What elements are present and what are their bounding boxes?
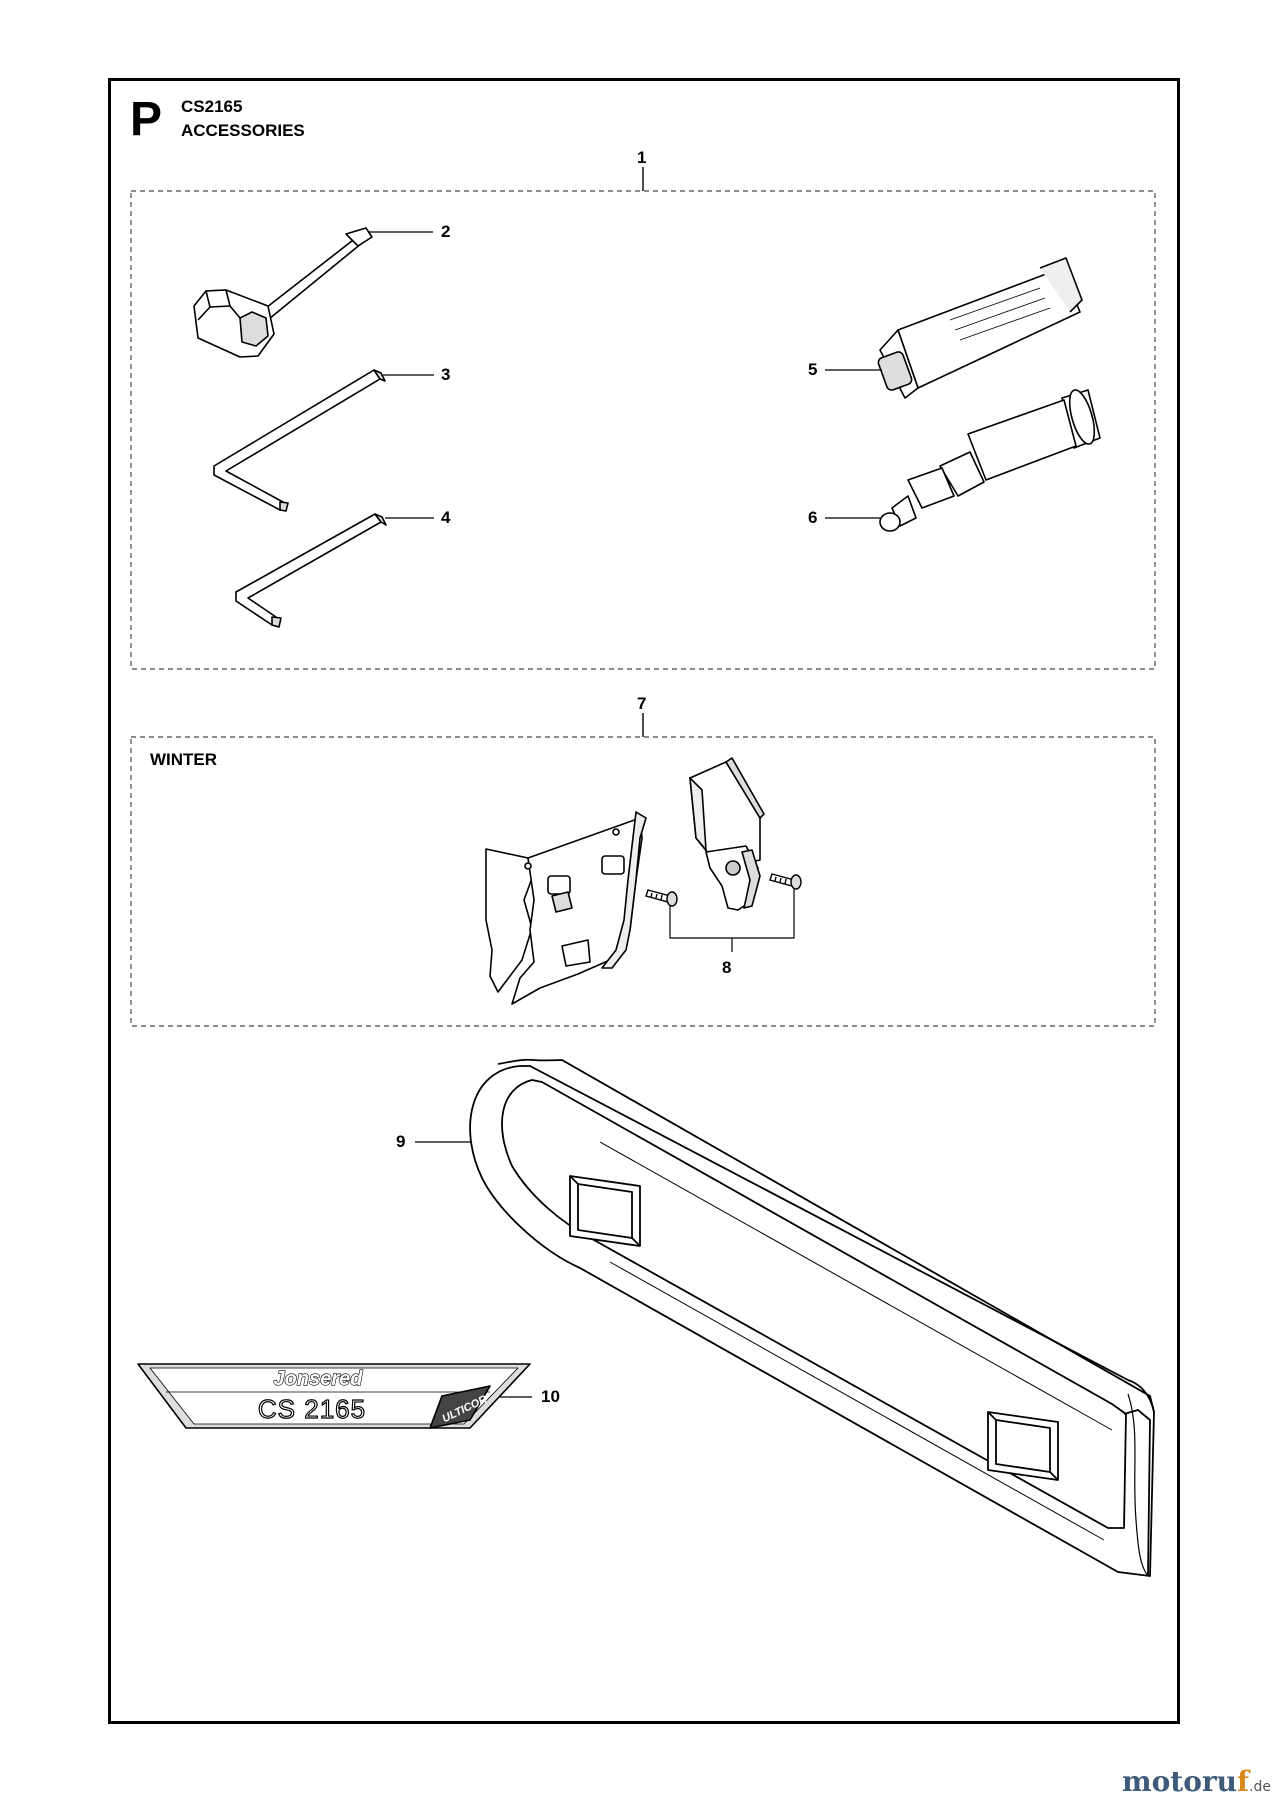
decal-brand-text: Jonsered (274, 1368, 364, 1390)
winter-kit-group-box (130, 736, 1156, 1027)
callout-4: 4 (441, 508, 451, 527)
section-letter: P (130, 93, 163, 146)
grease-tube (877, 257, 1083, 399)
winter-kit-label: WINTER (150, 750, 218, 769)
winter-shutter (689, 757, 765, 911)
callout-3: 3 (441, 365, 451, 384)
hex-key-small (235, 513, 387, 628)
callout-2: 2 (441, 222, 451, 241)
accessory-kit-group-box (130, 190, 1156, 670)
winter-cover-plate (485, 811, 647, 1005)
callout-5: 5 (808, 360, 818, 379)
decal-sticker (137, 1363, 531, 1429)
callout-1: 1 (637, 148, 647, 167)
screw-right (769, 873, 802, 890)
decal-model-text: CS 2165 (258, 1394, 366, 1424)
hex-key-large (213, 369, 386, 512)
diagram-frame (108, 78, 1180, 1724)
site-watermark: motoruf.de (1122, 1765, 1272, 1798)
callout-7: 7 (637, 694, 647, 713)
callout-6: 6 (808, 508, 818, 527)
callout-9: 9 (396, 1132, 406, 1151)
bar-cover (469, 1058, 1155, 1577)
screw-left (645, 889, 678, 907)
callout-10: 10 (541, 1387, 560, 1406)
combination-spanner (193, 227, 373, 358)
model-code: CS2165 (181, 97, 243, 116)
section-title: ACCESSORIES (181, 121, 305, 140)
bearing-tool (879, 389, 1101, 532)
callout-8: 8 (722, 958, 732, 977)
